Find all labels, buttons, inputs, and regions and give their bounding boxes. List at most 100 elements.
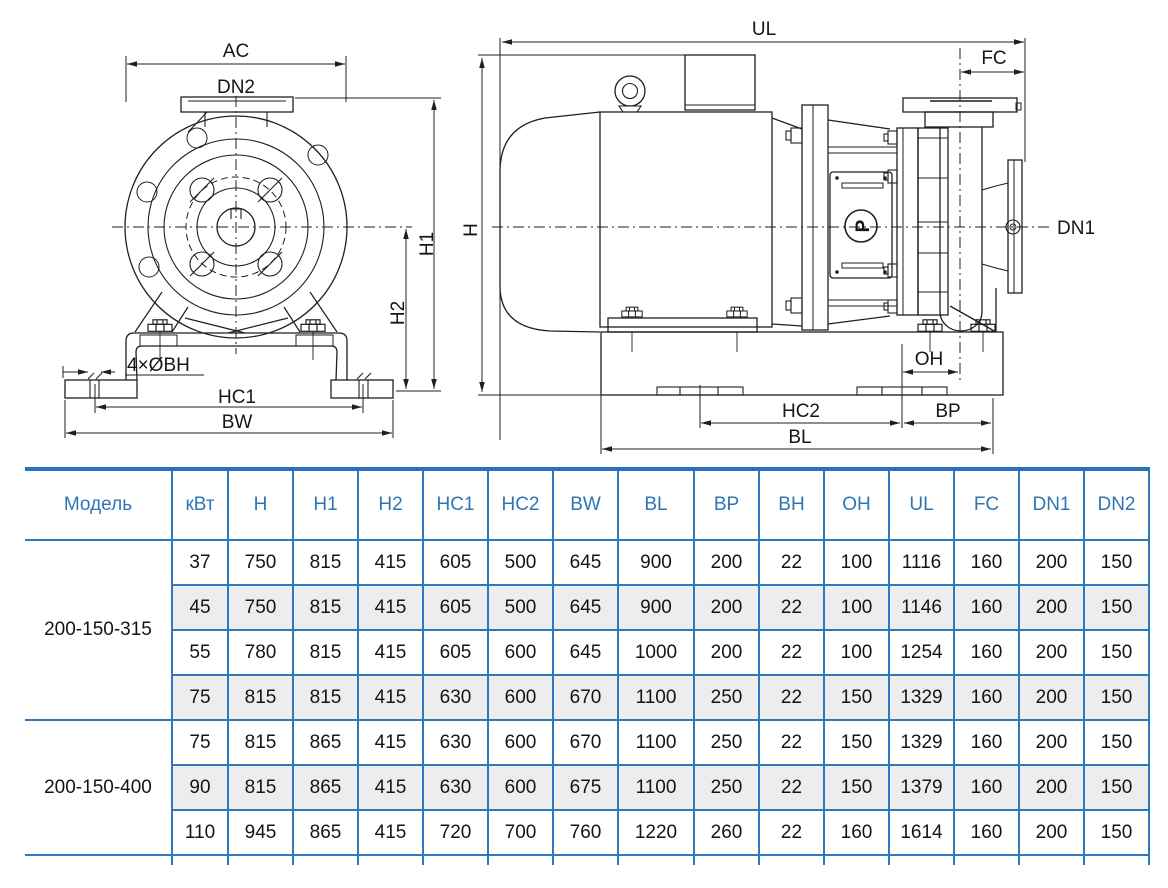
value-cell: 600 <box>487 765 553 811</box>
value-cell: 160 <box>953 720 1019 766</box>
value-cell: 100 <box>823 585 889 631</box>
value-cell: 150 <box>1083 540 1150 586</box>
value-cell: 200 <box>1018 675 1084 721</box>
value-cell: 150 <box>1083 630 1150 676</box>
value-cell: 90 <box>171 765 228 811</box>
value-cell: 1379 <box>888 765 954 811</box>
value-cell: 1000 <box>617 630 694 676</box>
dim-label-h2: H2 <box>388 301 409 325</box>
value-cell: 815 <box>227 765 293 811</box>
value-cell: 630 <box>422 720 488 766</box>
dim-label-h1: H1 <box>417 232 438 256</box>
value-cell: 150 <box>823 765 889 811</box>
value-cell: 815 <box>292 585 358 631</box>
value-cell: 1116 <box>888 540 954 586</box>
value-cell: 415 <box>357 720 423 766</box>
value-cell: 760 <box>552 810 618 856</box>
dim-label-bw: BW <box>222 412 253 433</box>
value-cell: 605 <box>422 585 488 631</box>
value-cell: 700 <box>487 810 553 856</box>
dim-label-oh: OH <box>915 349 944 370</box>
header-cell: H2 <box>357 469 423 541</box>
dim-label-hc2: HC2 <box>782 401 820 422</box>
header-cell: UL <box>888 469 954 541</box>
dim-label-dn1: DN1 <box>1057 218 1095 239</box>
value-cell: 815 <box>292 630 358 676</box>
value-cell: 160 <box>823 810 889 856</box>
value-cell: 160 <box>953 585 1019 631</box>
stub-cell <box>758 855 824 865</box>
value-cell: 160 <box>953 540 1019 586</box>
dim-label-bolt-holes: 4×ØBH <box>127 355 190 376</box>
value-cell: 815 <box>227 675 293 721</box>
value-cell: 200 <box>1018 540 1084 586</box>
stub-cell <box>487 855 553 865</box>
value-cell: 645 <box>552 585 618 631</box>
value-cell: 75 <box>171 675 228 721</box>
value-cell: 600 <box>487 630 553 676</box>
value-cell: 150 <box>1083 810 1150 856</box>
value-cell: 37 <box>171 540 228 586</box>
value-cell: 1614 <box>888 810 954 856</box>
value-cell: 780 <box>227 630 293 676</box>
stub-cell <box>552 855 618 865</box>
value-cell: 815 <box>227 720 293 766</box>
value-cell: 645 <box>552 540 618 586</box>
value-cell: 865 <box>292 765 358 811</box>
dim-label-fc: FC <box>981 48 1006 69</box>
stub-cell <box>823 855 889 865</box>
header-cell: DN1 <box>1018 469 1084 541</box>
stub-cell <box>422 855 488 865</box>
header-cell: OH <box>823 469 889 541</box>
value-cell: 500 <box>487 585 553 631</box>
value-cell: 160 <box>953 810 1019 856</box>
value-cell: 200 <box>1018 720 1084 766</box>
stub-cell <box>227 855 293 865</box>
value-cell: 150 <box>823 720 889 766</box>
dim-label-dn2: DN2 <box>217 77 255 98</box>
value-cell: 1220 <box>617 810 694 856</box>
value-cell: 415 <box>357 630 423 676</box>
value-cell: 150 <box>1083 585 1150 631</box>
header-cell: H1 <box>292 469 358 541</box>
value-cell: 415 <box>357 765 423 811</box>
value-cell: 200 <box>1018 765 1084 811</box>
value-cell: 605 <box>422 630 488 676</box>
value-cell: 415 <box>357 675 423 721</box>
value-cell: 605 <box>422 540 488 586</box>
value-cell: 200 <box>1018 585 1084 631</box>
value-cell: 75 <box>171 720 228 766</box>
value-cell: 815 <box>292 675 358 721</box>
dim-label-bp: BP <box>935 401 960 422</box>
stub-cell <box>1083 855 1150 865</box>
value-cell: 160 <box>953 765 1019 811</box>
stub-cell <box>953 855 1019 865</box>
brand-logo-icon <box>844 209 878 243</box>
dim-label-h: H <box>461 223 482 237</box>
value-cell: 100 <box>823 630 889 676</box>
value-cell: 1100 <box>617 720 694 766</box>
pump-dimension-drawing: AC DN2 <box>62 19 1095 454</box>
stub-cell <box>693 855 759 865</box>
stub-cell <box>1018 855 1084 865</box>
value-cell: 815 <box>292 540 358 586</box>
value-cell: 750 <box>227 585 293 631</box>
value-cell: 160 <box>953 630 1019 676</box>
value-cell: 670 <box>552 675 618 721</box>
stub-cell <box>357 855 423 865</box>
dim-label-ac: AC <box>223 41 249 62</box>
dim-label-hc1: HC1 <box>218 387 256 408</box>
value-cell: 415 <box>357 540 423 586</box>
value-cell: 55 <box>171 630 228 676</box>
value-cell: 22 <box>758 675 824 721</box>
value-cell: 22 <box>758 585 824 631</box>
stub-cell <box>617 855 694 865</box>
header-cell: BP <box>693 469 759 541</box>
value-cell: 150 <box>1083 720 1150 766</box>
value-cell: 1100 <box>617 765 694 811</box>
